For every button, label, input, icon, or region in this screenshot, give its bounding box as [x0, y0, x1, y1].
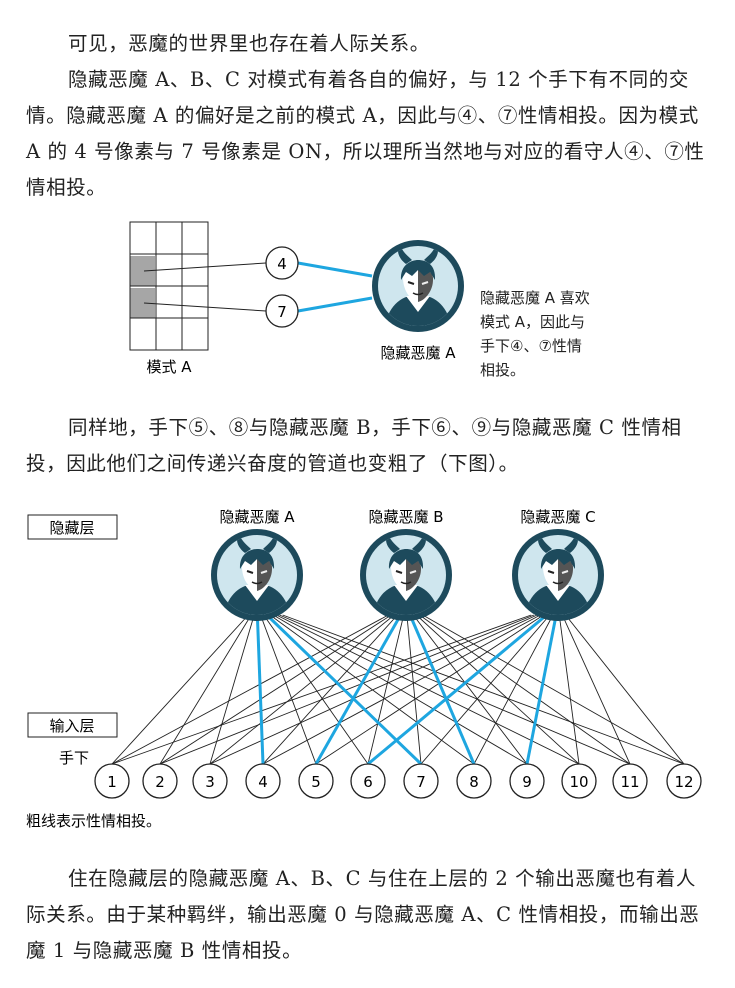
- pattern-a-grid: [129, 221, 209, 351]
- side-note-line: 相投。: [480, 361, 526, 379]
- strong-link-7-a: [297, 296, 373, 313]
- link-a-2: [159, 614, 252, 765]
- input-node-6: [350, 763, 386, 799]
- link-b-3: [209, 614, 395, 765]
- figure-1-side-note: 隐藏恶魔 A 喜欢 模式 A，因此与 手下④、⑦性情 相投。: [480, 286, 590, 382]
- strong-link-a-7: [265, 613, 423, 766]
- input-layer-label: 输入层: [49, 717, 94, 735]
- input-node-2: [142, 763, 178, 799]
- input-node-7: [403, 763, 439, 799]
- link-c-10: [558, 614, 580, 765]
- link-c-3: [209, 614, 538, 765]
- link-b-12: [422, 614, 685, 765]
- input-node-4: [265, 246, 299, 280]
- link-c-5: [315, 614, 544, 765]
- hidden-demon-a-icon: [211, 529, 303, 621]
- link-c-12: [565, 614, 685, 765]
- hidden-demon-a-label: 隐藏恶魔 A: [219, 508, 295, 526]
- input-node-label-9: 9: [522, 773, 532, 791]
- input-node-11: [612, 763, 648, 799]
- hidden-demon-c-label: 隐藏恶魔 C: [520, 508, 595, 526]
- link-c-2: [159, 614, 535, 765]
- input-node-label-10: 10: [569, 773, 588, 791]
- input-node-1: [94, 763, 130, 799]
- input-node-9: [509, 763, 545, 799]
- input-node-12: [666, 763, 702, 799]
- link-a-5: [260, 614, 317, 765]
- input-node-label-6: 6: [363, 773, 373, 791]
- input-node-7: [265, 294, 299, 328]
- link-b-7: [406, 614, 422, 765]
- input-node-label-5: 5: [311, 773, 321, 791]
- input-node-4-label: 4: [277, 255, 287, 273]
- paragraph-3-text: 同样地，手下⑤、⑧与隐藏恶魔 B，手下⑥、⑨与隐藏恶魔 C 性情相投，因此他们之…: [26, 416, 682, 475]
- input-node-8: [456, 763, 492, 799]
- input-node-7-label: 7: [277, 303, 287, 321]
- strong-link-4-a: [297, 261, 373, 278]
- paragraph-1: 可见，恶魔的世界里也存在着人际关系。: [26, 26, 716, 62]
- link-c-7: [420, 614, 551, 765]
- link-a-1: [111, 614, 249, 765]
- link-a-3: [209, 614, 255, 765]
- link-c-4: [262, 614, 541, 765]
- paragraph-2: 隐藏恶魔 A、B、C 对模式有着各自的偏好，与 12 个手下有不同的交情。隐藏恶…: [26, 62, 716, 206]
- input-layer-box: [27, 712, 118, 738]
- side-note-line: 模式 A，因此与: [480, 313, 586, 331]
- link-c-1: [111, 614, 532, 765]
- paragraph-2-text: 隐藏恶魔 A、B、C 对模式有着各自的偏好，与 12 个手下有不同的交情。隐藏恶…: [26, 68, 705, 199]
- input-node-5: [298, 763, 334, 799]
- network-links: [111, 613, 685, 766]
- link-a-9: [272, 614, 528, 765]
- strong-link-b-5: [314, 614, 402, 765]
- paragraph-4-text: 住在隐藏层的隐藏恶魔 A、B、C 与住在上层的 2 个输出恶魔也有着人际关系。由…: [26, 867, 700, 962]
- input-node-label-3: 3: [205, 773, 215, 791]
- inputs-caption: 手下: [59, 749, 89, 767]
- hidden-demon-b-icon: [360, 529, 452, 621]
- link-b-4: [262, 614, 398, 765]
- link-b-1: [111, 614, 389, 765]
- hidden-layer-box: [27, 514, 118, 540]
- paragraph-4: 住在隐藏层的隐藏恶魔 A、B、C 与住在上层的 2 个输出恶魔也有着人际关系。由…: [26, 861, 716, 969]
- strong-link-a-4: [255, 614, 265, 765]
- link-b-9: [412, 614, 528, 765]
- figure-1: 模式 A 4 7 隐藏恶魔 A: [129, 221, 735, 376]
- link-a-12: [282, 614, 685, 765]
- hidden-demon-b-label: 隐藏恶魔 B: [368, 508, 443, 526]
- input-node-10: [561, 763, 597, 799]
- link-b-2: [159, 614, 392, 765]
- strong-link-c-6: [367, 613, 548, 766]
- input-node-label-12: 12: [674, 773, 693, 791]
- input-node-label-4: 4: [258, 773, 268, 791]
- link-a-6: [263, 614, 369, 765]
- paragraph-3: 同样地，手下⑤、⑧与隐藏恶魔 B，手下⑥、⑨与隐藏恶魔 C 性情相投，因此他们之…: [26, 410, 716, 482]
- input-node-3: [192, 763, 228, 799]
- link-a-11: [279, 614, 631, 765]
- link-a-8: [269, 614, 475, 765]
- input-node-label-2: 2: [155, 773, 165, 791]
- link-a-10: [276, 614, 580, 765]
- hidden-layer-label: 隐藏层: [49, 519, 94, 537]
- input-node-label-11: 11: [620, 773, 639, 791]
- side-note-line: 手下④、⑦性情: [480, 337, 582, 355]
- link-b-11: [419, 614, 631, 765]
- input-node-label-7: 7: [416, 773, 426, 791]
- figure-2-caption: 粗线表示性情相投。: [26, 812, 161, 830]
- hidden-demon-a-label: 隐藏恶魔 A: [380, 344, 456, 362]
- input-node-label-8: 8: [469, 773, 479, 791]
- input-node-4: [245, 763, 281, 799]
- hidden-demon-c-icon: [512, 529, 604, 621]
- paragraph-1-text: 可见，恶魔的世界里也存在着人际关系。: [68, 32, 430, 55]
- link-b-10: [416, 614, 580, 765]
- side-note-line: 隐藏恶魔 A 喜欢: [480, 289, 590, 307]
- strong-link-c-9: [525, 614, 558, 765]
- strong-link-b-8: [408, 614, 476, 765]
- input-node-label-1: 1: [107, 773, 117, 791]
- link-b-6: [367, 614, 405, 765]
- pattern-a-label: 模式 A: [146, 358, 192, 376]
- link-c-11: [561, 614, 631, 765]
- link-c-8: [473, 614, 554, 765]
